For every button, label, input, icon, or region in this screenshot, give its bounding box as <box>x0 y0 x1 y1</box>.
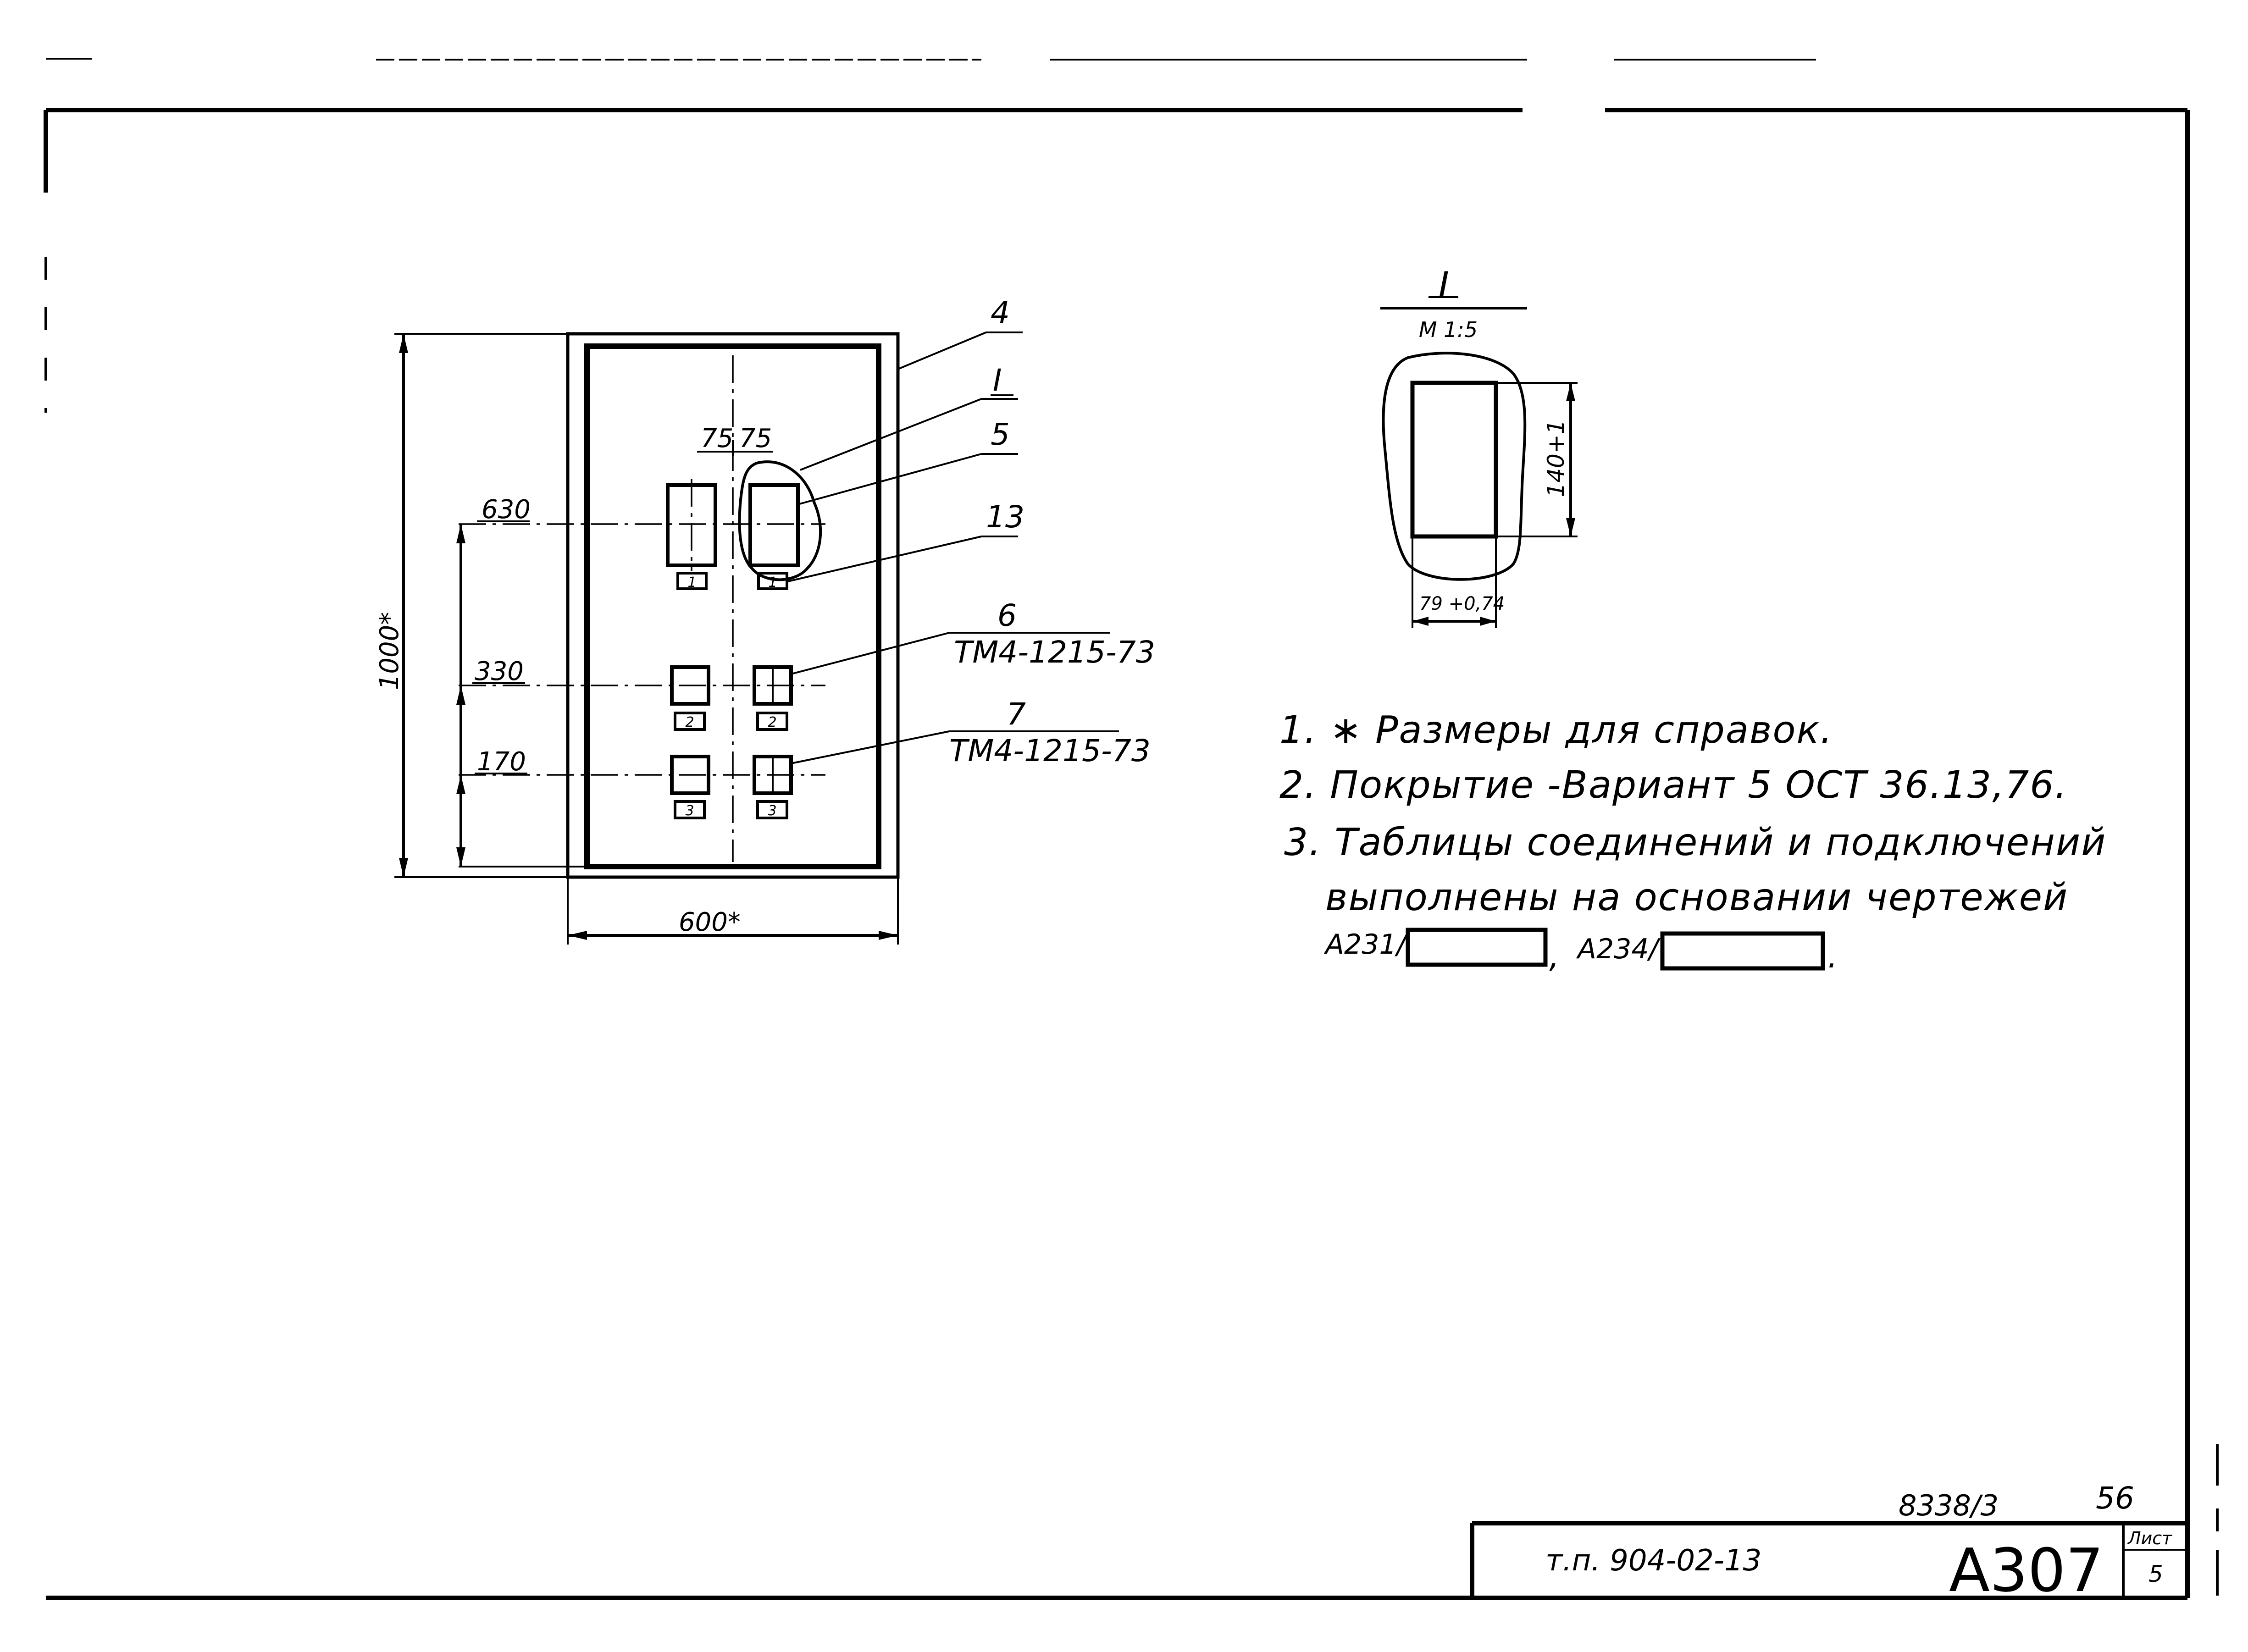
leader-5: 5 <box>991 417 1010 452</box>
leaders: 4 I 5 13 6 ТМ4-1215-73 7 ТМ4-1215-73 <box>787 295 1155 768</box>
detail-label: I <box>1438 264 1449 307</box>
leader-6-ref: ТМ4-1215-73 <box>954 635 1155 670</box>
sheet-frame <box>44 58 2190 1600</box>
tag-row2-right: 2 <box>768 714 776 730</box>
note-2: 2. Покрытие -Вариант 5 ОСТ 36.13,76. <box>1279 763 2068 807</box>
dim-level-630: 630 <box>482 495 531 525</box>
page-no: 56 <box>2096 1481 2134 1516</box>
detail-scale: М 1:5 <box>1419 317 1478 342</box>
note-3-sep: , <box>1549 938 1559 975</box>
note-3-ref-2: А234/ <box>1576 933 1661 965</box>
note-1: 1. ∗ Размеры для справок. <box>1279 708 1833 752</box>
dim-level-330: 330 <box>475 657 524 686</box>
note-3-ref-1: А231/ <box>1323 928 1409 961</box>
dim-total-width: 600* <box>679 907 741 937</box>
dimensions: 1000* 630 330 170 600* 75 75 <box>375 333 899 945</box>
note-3-line-2: выполнены на основании чертежей <box>1325 876 2068 919</box>
detail-height-dim: 140+1 <box>1543 420 1569 497</box>
dim-total-height: 1000* <box>375 612 404 691</box>
note-3-line-1: 3. Таблицы соединений и подключений <box>1284 821 2106 864</box>
leader-7-ref: ТМ4-1215-73 <box>949 733 1151 768</box>
project-no: т.п. 904-02-13 <box>1545 1544 1761 1578</box>
tag-row2-left: 2 <box>685 714 694 730</box>
dim-offset-left: 75 <box>701 424 733 453</box>
title-block: 8338/3 56 т.п. 904-02-13 А307 Лист 5 <box>1470 1481 2187 1605</box>
sheet-label: Лист <box>2127 1528 2173 1548</box>
order-no: 8338/3 <box>1899 1489 1999 1522</box>
dim-offset-right: 75 <box>739 424 772 453</box>
sheet-no: 5 <box>2148 1561 2163 1587</box>
drawing-code: А307 <box>1949 1536 2104 1605</box>
note-3-blank-2 <box>1660 931 1825 971</box>
detail-view-I: I М 1:5 140+1 79 +0,74 <box>1380 264 1578 628</box>
tag-row3-right: 3 <box>768 803 776 819</box>
device-row-3: 3 3 <box>459 755 825 819</box>
dim-level-170: 170 <box>477 747 526 777</box>
note-3-blank-1 <box>1406 928 1548 967</box>
notes: 1. ∗ Размеры для справок. 2. Покрытие -В… <box>1279 708 2106 975</box>
device-row-1: 1 1 <box>459 460 825 591</box>
leader-6: 6 <box>997 598 1017 633</box>
tag-row1-left: 1 <box>687 575 696 591</box>
tag-row3-left: 3 <box>685 803 694 819</box>
tag-row1-right: 1 <box>768 575 777 591</box>
detail-width-dim: 79 +0,74 <box>1419 593 1505 614</box>
panel <box>566 332 900 879</box>
note-3-end: . <box>1827 938 1838 975</box>
leader-13: 13 <box>986 499 1024 535</box>
device-row-2: 2 2 <box>459 665 825 731</box>
leader-view-I: I <box>993 363 1002 398</box>
leader-7: 7 <box>1007 696 1026 732</box>
leader-4: 4 <box>991 295 1010 331</box>
